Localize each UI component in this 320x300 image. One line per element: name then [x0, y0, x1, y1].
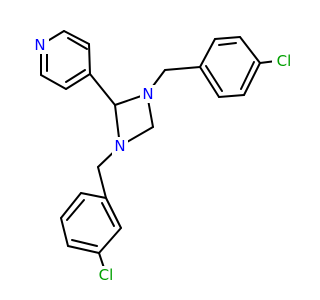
top-benzene-ring: [199, 36, 261, 98]
chemical-structure-diagram: N N N Cl Cl: [32, 30, 296, 284]
bond: [239, 36, 261, 64]
bond: [88, 43, 91, 75]
chlorine-top-label: Cl: [277, 52, 292, 70]
bond: [60, 192, 82, 219]
bond: [240, 61, 255, 90]
bond: [105, 197, 122, 229]
bond: [89, 73, 116, 106]
imidazolidine-nitrogen-bottom-label: N: [114, 137, 125, 155]
bond: [199, 66, 220, 98]
bond: [63, 30, 90, 45]
bond: [60, 217, 69, 247]
bond: [214, 36, 241, 40]
bond: [97, 166, 107, 199]
bond: [205, 65, 223, 92]
bond: [67, 37, 88, 50]
bond: [40, 74, 67, 90]
bond: [218, 94, 245, 98]
bond: [98, 252, 105, 269]
pyridine-nitrogen-label: N: [34, 36, 45, 54]
label-background: [94, 266, 118, 284]
pyridine-ring: [40, 30, 91, 90]
bottom-benzene-ring: [60, 192, 122, 254]
bond: [80, 192, 107, 199]
label-background: [112, 137, 128, 155]
bond: [98, 227, 122, 254]
bond: [101, 202, 115, 227]
bond: [65, 73, 91, 90]
bond: [199, 38, 216, 68]
bond: [67, 245, 100, 254]
bond: [218, 42, 237, 46]
bond: [65, 69, 86, 83]
bond: [243, 62, 261, 96]
label-background: [140, 85, 156, 103]
imidazolidine-nitrogen-top-label: N: [142, 85, 153, 103]
bond: [66, 199, 85, 221]
bond: [164, 66, 201, 71]
label-background: [272, 52, 296, 70]
label-background: [32, 36, 49, 54]
bond: [71, 239, 98, 247]
chlorine-bottom-label: Cl: [99, 266, 114, 284]
